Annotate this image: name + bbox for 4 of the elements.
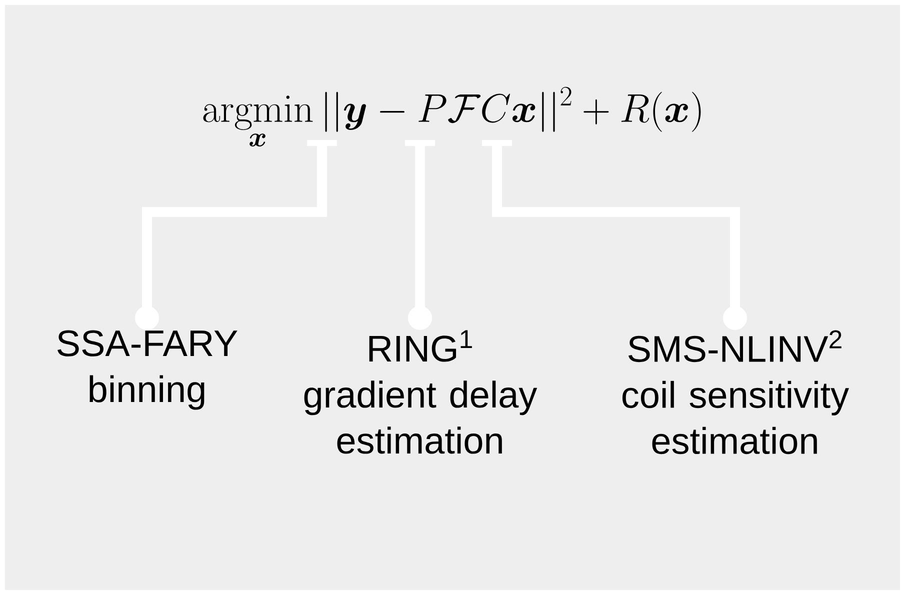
method-label: SSA-FARY binning (58, 330, 238, 410)
method-label: SMS-NLINV$^{2}$ coil sensitivity estimation (622, 330, 849, 454)
formula: $\operatorname*{argmin}_{\boldsymbol{x}} ||\boldsymbol{y} - P\mathcal{F}C\boldsymbol{x}||^2 + R(\boldsymbol{x})$ (203, 86, 701, 146)
method-label: RING$^{1}$ gradient delay estimation (304, 330, 538, 454)
